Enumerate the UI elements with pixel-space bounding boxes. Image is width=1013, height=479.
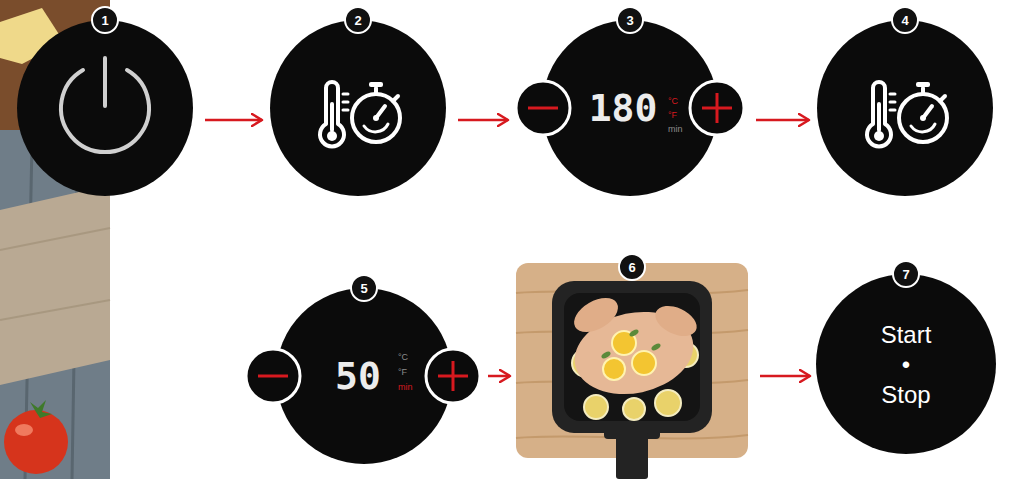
flow-arrow [205,119,262,122]
cloth [0,185,110,385]
thermometer-bulb [874,131,884,141]
callout-number: 4 [901,14,908,27]
thermometer-column [330,104,334,130]
node-outline [270,20,446,196]
minus-button [246,349,300,403]
node-outline [516,263,748,458]
start-stop-button: 7Start • Stop [816,274,996,454]
stopwatch-knob [393,96,398,101]
display-digits: 180 [589,89,658,127]
node-outline [817,20,993,196]
cloth-fold [0,300,110,320]
unit-label: °C [668,97,678,106]
thermometer-outline [320,82,344,146]
cloth-fold [0,228,110,250]
lemon-slice [655,390,681,416]
unit-label: min [398,383,413,392]
lemon-slice [584,395,608,419]
wood-board [516,263,748,458]
tomato-stem [30,400,52,418]
food-photo-panel: 6 [516,263,748,458]
stopwatch-stem [921,88,925,94]
stopwatch-arc [911,124,935,132]
herb-leaf [600,350,611,359]
thermometer-tick [343,93,348,96]
thermometer-column [877,104,881,130]
button-label: Start • Stop [881,320,932,410]
callout-number: 1 [101,14,108,27]
temperature-timer-icon [320,82,400,146]
tomato [4,410,68,474]
unit-label: °C [398,353,408,362]
control-circle [816,274,996,454]
control-circle [17,20,193,196]
callout-badge [351,275,377,301]
thermometer-bulb [327,131,337,141]
unit-label: °F [398,368,407,377]
callout-number: 5 [360,282,367,295]
plus-button [690,81,744,135]
control-circle [270,20,446,196]
power-bar [103,58,107,106]
minus-symbol [258,375,288,378]
callout-badge [892,7,918,33]
plus-button [426,349,480,403]
thermometer-outline [867,82,891,146]
display-digits: 50 [335,357,381,395]
plus-symbol-bar [452,361,455,391]
callout-number: 6 [628,261,635,274]
node-outline [17,20,193,196]
temperature-display: 3180°C°Fmin [516,20,744,196]
flow-arrow [756,119,809,122]
control-circle [817,20,993,196]
herb-leaf [628,328,639,337]
callout-badge [893,261,919,287]
stopwatch-face [352,94,400,142]
callout-badge [345,7,371,33]
thermometer-tick [343,109,348,112]
chicken-leg [651,300,702,342]
power-button: 1 [17,20,193,196]
stopwatch-arc [364,124,388,132]
lemon-slice [623,398,645,420]
stopwatch-pivot [373,115,379,121]
callout-badge [619,254,645,280]
stopwatch-face [899,94,947,142]
tomato-highlight [15,424,33,436]
basket-handle [616,431,648,479]
stopwatch-pivot [920,115,926,121]
mode-button: 2 [270,20,446,196]
lemon-slice [632,351,656,375]
minus-button [516,81,570,135]
callout-badge [617,7,643,33]
mode-button: 4 [817,20,993,196]
stopwatch-button [916,82,930,87]
callout-number: 3 [626,14,633,27]
thermometer-tick [890,109,895,112]
thermometer-tick [890,101,895,104]
minus-symbol [528,107,558,110]
plus-symbol-bar [716,93,719,123]
callout-number: 2 [354,14,361,27]
callout-badge [92,7,118,33]
thermometer-tick [343,101,348,104]
unit-label: min [668,125,683,134]
chicken-leg [568,291,624,339]
lemon-slice [603,358,625,380]
stopwatch-button [369,82,383,87]
stopwatch-knob [940,96,945,101]
callout-number: 7 [902,268,909,281]
flow-arrow [458,119,508,122]
temperature-timer-icon [867,82,947,146]
thermometer-tick [890,93,895,96]
herb-leaf [650,342,661,351]
flow-arrow [760,375,810,378]
flow-arrow [488,375,510,378]
stopwatch-stem [374,88,378,94]
air-fryer-basket [552,281,712,433]
power-icon [61,58,149,152]
unit-label: °F [668,111,677,120]
time-display: 550°C°Fmin [246,288,480,464]
